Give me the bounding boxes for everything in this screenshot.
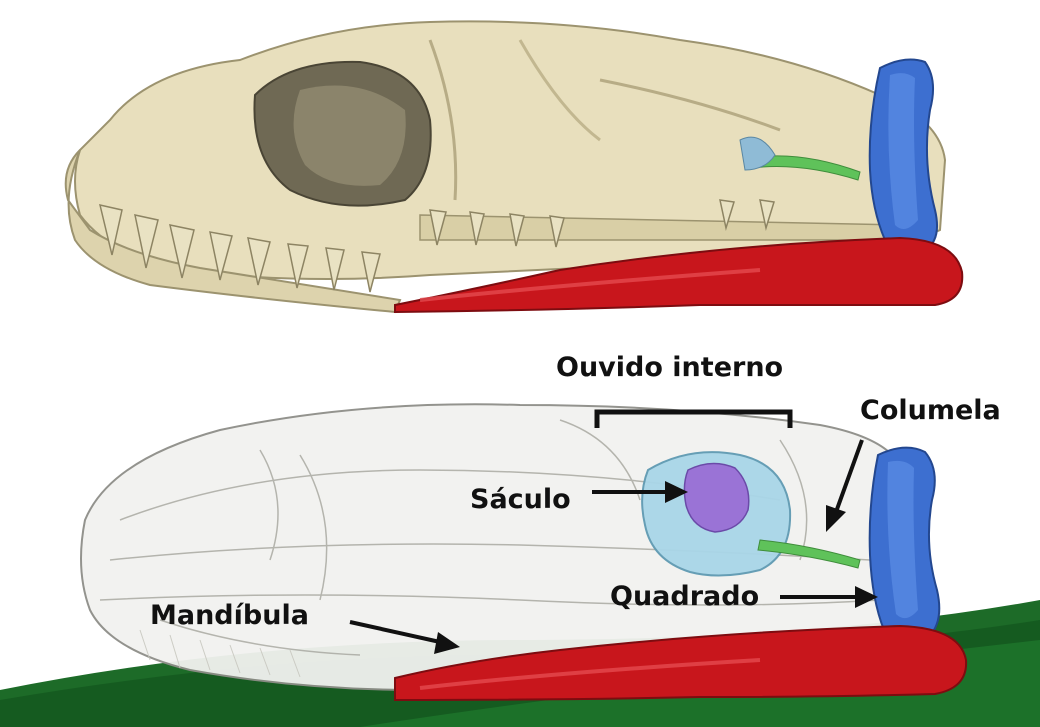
label-mandible: Mandíbula: [150, 602, 309, 629]
saccule-shape: [684, 463, 748, 532]
skull-opaque: [66, 21, 963, 312]
skull-translucent: [81, 404, 966, 700]
label-inner-ear: Ouvido interno: [556, 354, 783, 381]
label-quadrate: Quadrado: [610, 583, 759, 610]
label-saccule: Sáculo: [470, 486, 571, 513]
label-columella: Columela: [860, 397, 1001, 424]
